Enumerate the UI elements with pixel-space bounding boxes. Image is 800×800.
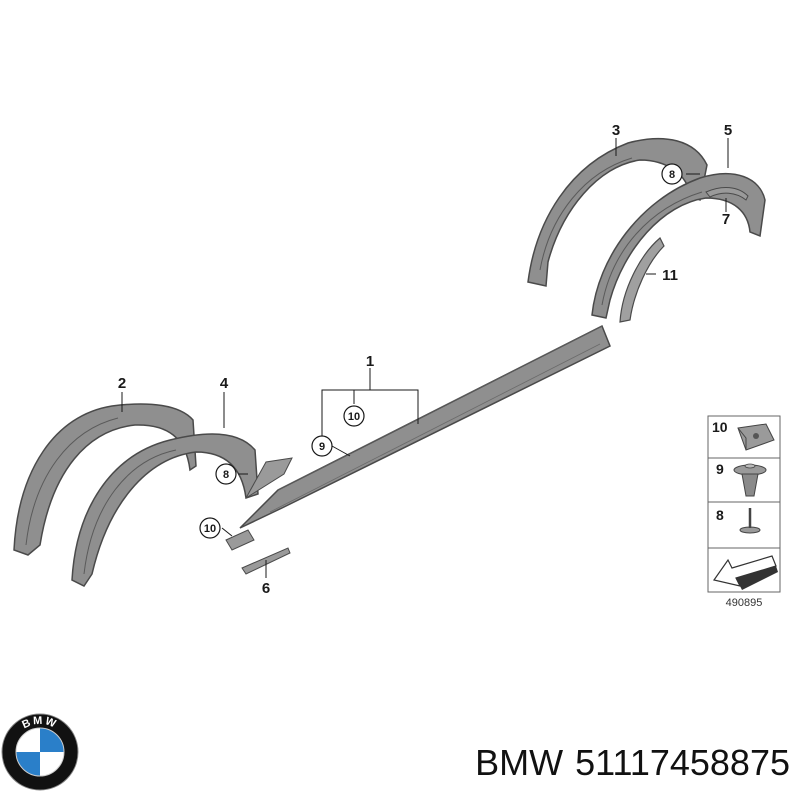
rear-arch-extension <box>591 172 766 319</box>
legend-number-9: 9 <box>716 461 724 477</box>
fastener-legend: 10 9 8 <box>707 415 781 593</box>
svg-text:8: 8 <box>223 469 229 481</box>
svg-text:10: 10 <box>348 411 360 423</box>
part-number: 51117458875 <box>575 742 790 783</box>
svg-text:9: 9 <box>319 441 325 453</box>
svg-text:BMW: BMW <box>20 715 59 731</box>
arch-trim-strip <box>705 187 749 201</box>
front-wheel-arch-trim <box>13 403 197 556</box>
part-label: BMW 51117458875 <box>410 738 790 788</box>
callout-11: 11 <box>662 267 678 284</box>
svg-text:10: 10 <box>204 523 216 535</box>
svg-text:8: 8 <box>669 169 675 181</box>
clip-nut-icon <box>737 423 775 451</box>
legend-number-10: 10 <box>712 419 728 435</box>
callout-3: 3 <box>612 122 620 139</box>
callout-6: 6 <box>262 580 270 597</box>
brand-name: BMW <box>475 742 564 783</box>
callout-1: 1 <box>366 353 374 370</box>
arch-seal-strip <box>619 237 665 323</box>
callout-4: 4 <box>220 375 229 392</box>
direction-arrow-icon <box>712 555 778 590</box>
bmw-logo: BMW <box>1 713 79 791</box>
callout-5: 5 <box>724 122 732 139</box>
side-sill-panel <box>239 324 611 529</box>
sill-end-clip <box>225 529 255 551</box>
circled-callout-8-front: 8 <box>215 463 237 485</box>
legend-number-8: 8 <box>716 507 724 523</box>
leader-lines <box>121 138 729 578</box>
circled-callout-10-top: 10 <box>343 405 365 427</box>
front-arch-extension <box>71 433 293 587</box>
screw-icon <box>739 508 761 534</box>
callout-2: 2 <box>118 375 126 392</box>
circled-callout-9: 9 <box>311 435 333 457</box>
push-rivet-icon <box>733 463 767 497</box>
callout-7: 7 <box>722 211 730 228</box>
rear-wheel-arch-trim <box>527 137 708 287</box>
circled-callout-10-bottom: 10 <box>199 517 221 539</box>
diagram-id: 490895 <box>726 597 763 609</box>
circled-callout-8-rear: 8 <box>661 163 683 185</box>
